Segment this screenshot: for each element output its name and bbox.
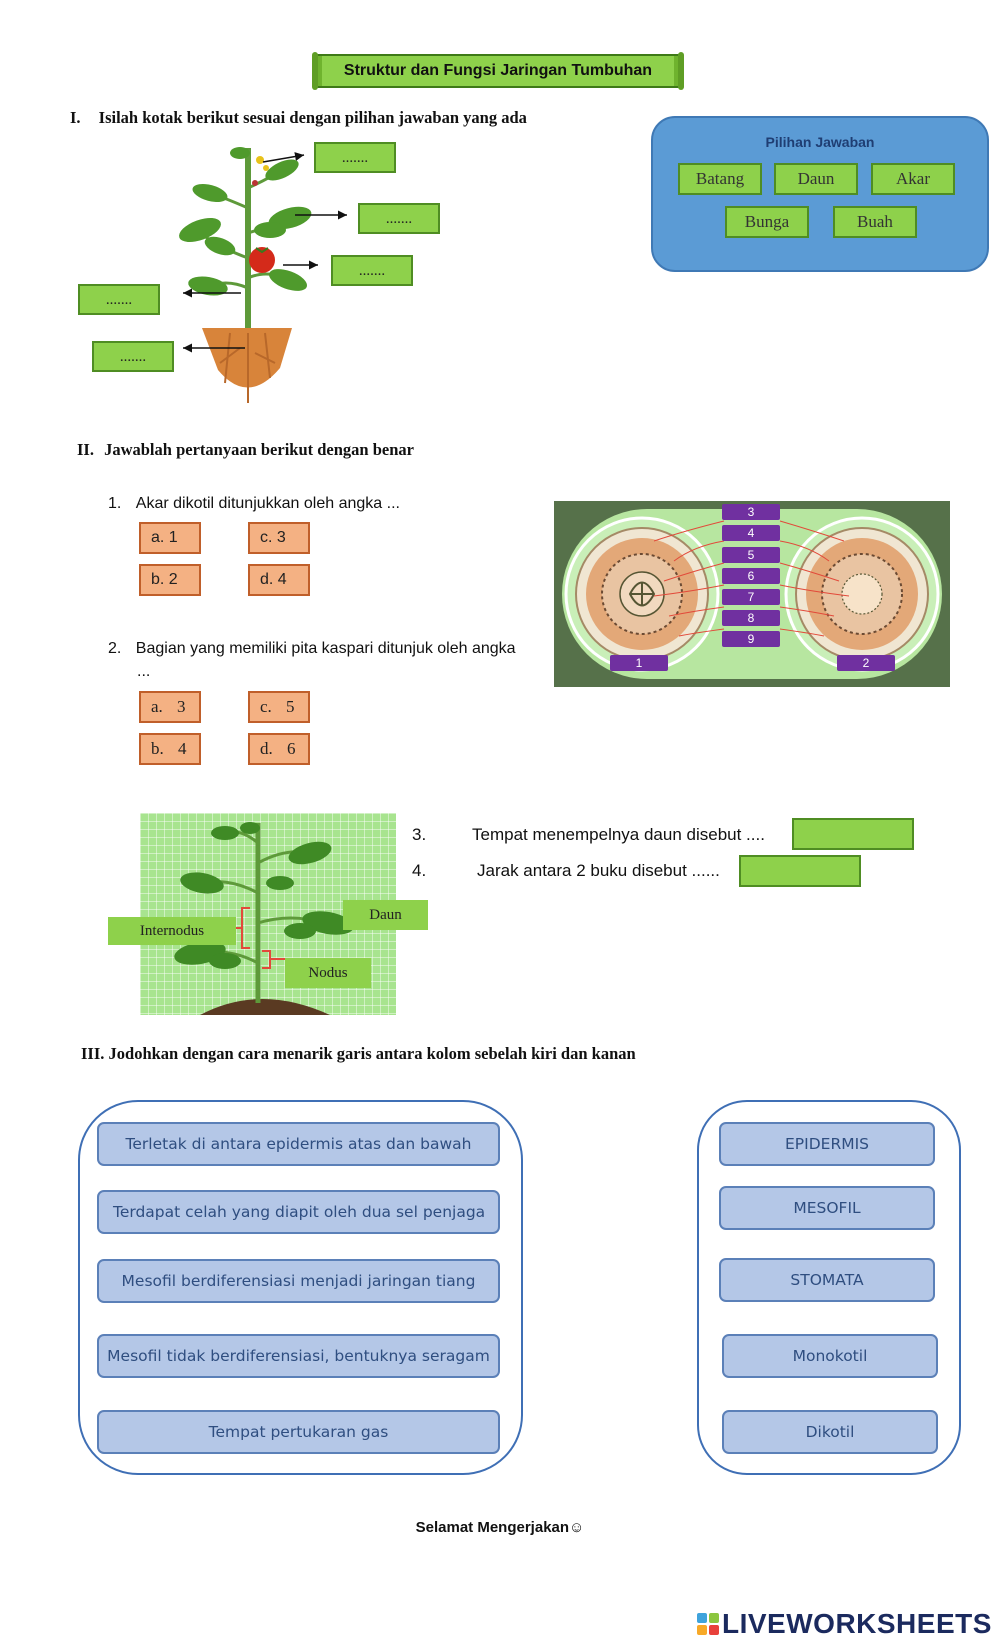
- q1-option-c[interactable]: c. 3: [248, 522, 310, 554]
- match-right-dikotil[interactable]: Dikotil: [722, 1410, 938, 1454]
- matching-left-column: [78, 1100, 523, 1475]
- section-1-text: Isilah kotak berikut sesuai dengan pilih…: [98, 108, 527, 127]
- plant-label-arrows: [183, 152, 347, 353]
- option-batang[interactable]: Batang: [678, 163, 762, 195]
- q1-option-b[interactable]: b. 2: [139, 564, 201, 596]
- option-daun[interactable]: Daun: [774, 163, 858, 195]
- question-2: 2. Bagian yang memiliki pita kaspari dit…: [108, 640, 516, 658]
- option-akar[interactable]: Akar: [871, 163, 955, 195]
- stem-node-svg: [174, 822, 354, 1015]
- question-4-answer-box[interactable]: [739, 855, 861, 887]
- section-1-heading: I. Isilah kotak berikut sesuai dengan pi…: [70, 108, 527, 128]
- diagram-label-6: 6: [722, 568, 780, 584]
- match-left-4[interactable]: Mesofil tidak berdiferensiasi, bentuknya…: [97, 1334, 500, 1378]
- q2-option-b[interactable]: b. 4: [139, 733, 201, 765]
- diagram-label-2: 2: [837, 655, 895, 671]
- question-1: 1. Akar dikotil ditunjukkan oleh angka .…: [108, 495, 400, 513]
- section-2-number: II.: [77, 440, 94, 459]
- liveworksheets-brand-text: LIVEWORKSHEETS: [722, 1608, 992, 1639]
- q2-option-a[interactable]: a. 3: [139, 691, 201, 723]
- diagram-label-8: 8: [722, 610, 780, 626]
- diagram-label-1: 1: [610, 655, 668, 671]
- section-3-heading: III. Jodohkan dengan cara menarik garis …: [81, 1044, 636, 1063]
- option-bunga[interactable]: Bunga: [725, 206, 809, 238]
- question-1-text: Akar dikotil ditunjukkan oleh angka ...: [135, 495, 400, 512]
- answer-box-flower[interactable]: .......: [314, 142, 396, 173]
- q2-option-d[interactable]: d. 6: [248, 733, 310, 765]
- question-2-number: 2.: [108, 640, 122, 657]
- option-buah[interactable]: Buah: [833, 206, 917, 238]
- diagram-label-9: 9: [722, 631, 780, 647]
- question-2-text: Bagian yang memiliki pita kaspari ditunj…: [135, 640, 516, 657]
- label-daun: Daun: [343, 900, 428, 930]
- label-nodus: Nodus: [285, 958, 371, 988]
- match-left-3[interactable]: Mesofil berdiferensiasi menjadi jaringan…: [97, 1259, 500, 1303]
- match-right-monokotil[interactable]: Monokotil: [722, 1334, 938, 1378]
- answer-options-panel: Pilihan Jawaban Batang Daun Akar Bunga B…: [651, 116, 989, 272]
- section-2-heading: II. Jawablah pertanyaan berikut dengan b…: [77, 440, 414, 460]
- match-right-stomata[interactable]: STOMATA: [719, 1258, 935, 1302]
- label-internodus: Internodus: [108, 917, 236, 945]
- match-left-5[interactable]: Tempat pertukaran gas: [97, 1410, 500, 1454]
- diagram-label-7: 7: [722, 589, 780, 605]
- section-1-number: I.: [70, 108, 81, 127]
- liveworksheets-brand: LIVEWORKSHEETS: [697, 1608, 992, 1640]
- question-3-answer-box[interactable]: [792, 818, 914, 850]
- match-left-2[interactable]: Terdapat celah yang diapit oleh dua sel …: [97, 1190, 500, 1234]
- question-3-text: Tempat menempelnya daun disebut ....: [472, 825, 765, 844]
- question-3-number: 3.: [412, 825, 427, 844]
- options-title: Pilihan Jawaban: [765, 134, 875, 150]
- diagram-label-3: 3: [722, 504, 780, 520]
- tomato-plant-illustration: [179, 147, 312, 403]
- question-4-number: 4.: [412, 861, 427, 880]
- section-2-text: Jawablah pertanyaan berikut dengan benar: [104, 440, 414, 459]
- question-4-text: Jarak antara 2 buku disebut ......: [477, 861, 720, 880]
- match-right-epidermis[interactable]: EPIDERMIS: [719, 1122, 935, 1166]
- diagram-label-5: 5: [722, 547, 780, 563]
- match-left-1[interactable]: Terletak di antara epidermis atas dan ba…: [97, 1122, 500, 1166]
- question-2-ellipsis: ...: [137, 663, 151, 680]
- diagram-label-4: 4: [722, 525, 780, 541]
- root-cross-section-diagram: 3 4 5 6 7 8 9 1 2: [554, 501, 950, 687]
- answer-box-stem[interactable]: .......: [78, 284, 160, 315]
- match-right-mesofil[interactable]: MESOFIL: [719, 1186, 935, 1230]
- q1-option-d[interactable]: d. 4: [248, 564, 310, 596]
- q1-option-a[interactable]: a. 1: [139, 522, 201, 554]
- answer-box-fruit[interactable]: .......: [331, 255, 413, 286]
- q2-option-c[interactable]: c. 5: [248, 691, 310, 723]
- closing-message: Selamat Mengerjakan☺: [415, 1519, 585, 1536]
- matching-right-column: [697, 1100, 961, 1475]
- worksheet-title: Struktur dan Fungsi Jaringan Tumbuhan: [312, 52, 684, 90]
- answer-box-root[interactable]: .......: [92, 341, 174, 372]
- liveworksheets-logo-icon: [697, 1613, 719, 1635]
- question-1-number: 1.: [108, 495, 122, 512]
- answer-box-leaf[interactable]: .......: [358, 203, 440, 234]
